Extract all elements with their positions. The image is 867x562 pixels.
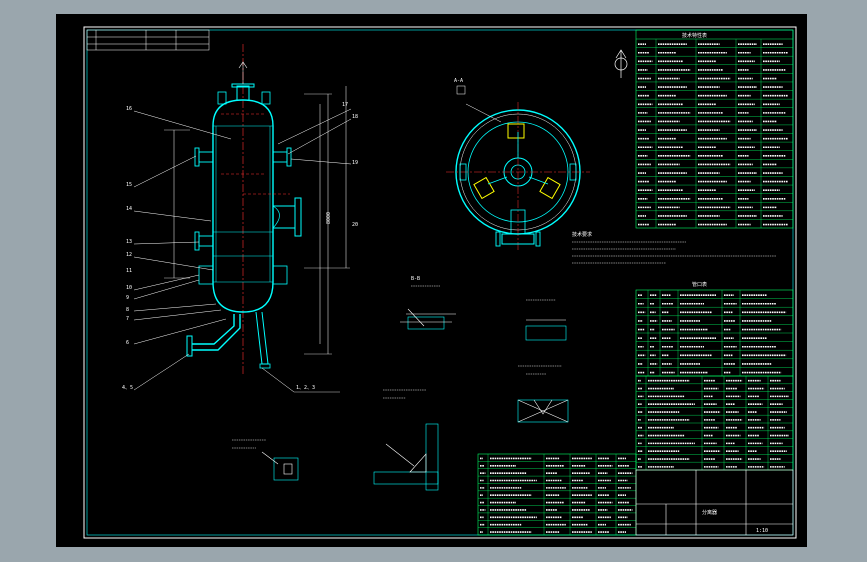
- part-no-18: 18: [352, 114, 358, 120]
- part-no-8: 8: [126, 307, 129, 313]
- part-no-1-2-3: 1、2、3: [296, 385, 315, 391]
- part-no-13: 13: [126, 239, 132, 245]
- section-a-view: A-A: [446, 78, 590, 250]
- part-no-16: 16: [126, 106, 132, 112]
- revision-table: [86, 29, 210, 51]
- nozzle-table-rows: [636, 290, 793, 376]
- nozzle-table-title: 管口表: [692, 281, 707, 288]
- outer-frame: [83, 26, 797, 539]
- part-no-10: 10: [126, 285, 132, 291]
- part-no-14: 14: [126, 206, 132, 212]
- title-block-name: 分离器: [702, 509, 717, 516]
- cad-drawing: 16 15 14 13 12 11 10 9 8 7 6 4、5 1、2、3 1…: [83, 26, 797, 539]
- part-no-15: 15: [126, 182, 132, 188]
- bom-table-rows: [478, 454, 636, 535]
- title-block: [635, 469, 794, 536]
- tech-table-rows: [636, 39, 793, 228]
- section-b-title: B-B: [411, 276, 420, 282]
- part-no-6: 6: [126, 340, 129, 346]
- part-no-4-5: 4、5: [122, 385, 133, 391]
- drawing-sheet: 16 15 14 13 12 11 10 9 8 7 6 4、5 1、2、3 1…: [56, 14, 807, 547]
- part-no-9: 9: [126, 295, 129, 301]
- part-no-19: 19: [352, 160, 358, 166]
- technical-notes: 技术要求: [572, 231, 776, 264]
- detail-labels: B-B: [232, 276, 562, 449]
- bottom-head: [212, 281, 274, 313]
- notes-heading: 技术要求: [572, 231, 592, 238]
- part-no-7: 7: [126, 316, 129, 322]
- title-block-scale: 1:10: [756, 528, 768, 534]
- north-arrow: [614, 49, 628, 78]
- tech-table-title: 技术特性表: [682, 32, 707, 39]
- section-a-title: A-A: [454, 78, 463, 84]
- parts-list-rows: [636, 376, 793, 470]
- part-no-17: 17: [342, 102, 348, 108]
- detail-views: [261, 308, 569, 491]
- part-no-12: 12: [126, 252, 132, 258]
- part-no-20: 20: [352, 222, 358, 228]
- inner-frame: [86, 29, 794, 536]
- main-dimension: 8000: [326, 212, 332, 224]
- tech-table: [635, 29, 794, 229]
- part-no-11: 11: [126, 268, 132, 274]
- vessel-elevation: 16 15 14 13 12 11 10 9 8 7 6 4、5 1、2、3 1…: [122, 44, 358, 393]
